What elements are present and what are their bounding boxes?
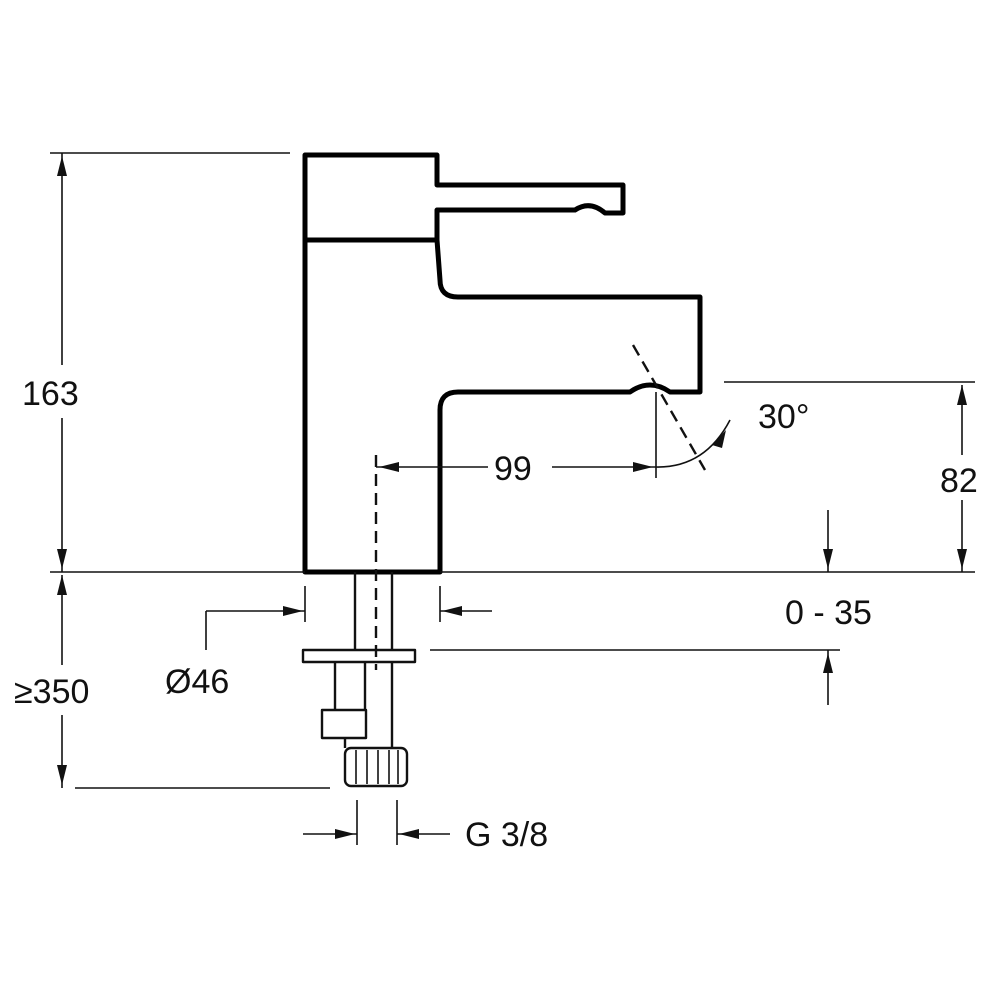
dimension-lines (50, 152, 975, 845)
faucet-body-outline (302, 237, 703, 575)
height-total-label: 163 (22, 375, 79, 413)
spout-height-label: 82 (940, 462, 978, 500)
hose-length-label: ≥350 (14, 673, 89, 711)
connection-nut (343, 746, 409, 788)
mounting-washer (301, 648, 417, 664)
deck-thickness-label: 0 - 35 (785, 594, 872, 632)
lever-handle (302, 152, 626, 240)
faucet-body (302, 152, 703, 575)
connection-thread-label: G 3/8 (465, 816, 548, 854)
base-diameter-label: Ø46 (165, 663, 229, 701)
spout-reach-label: 99 (494, 450, 532, 488)
mounting-assembly (301, 572, 417, 788)
spray-direction-line (631, 344, 707, 471)
fixing-nut (320, 708, 368, 740)
spray-angle-label: 30° (758, 398, 809, 436)
dimension-labels: 163 99 82 30° 0 - 35 Ø46 ≥350 G 3/8 (14, 375, 978, 854)
